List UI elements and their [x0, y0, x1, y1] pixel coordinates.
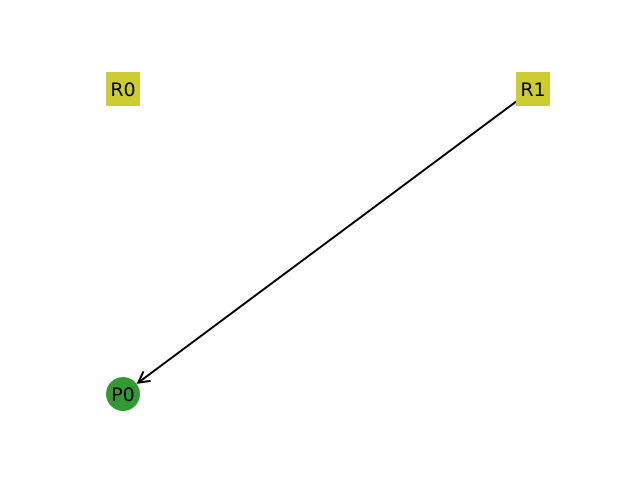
node-r0-shape: [106, 72, 140, 106]
node-p0[interactable]: P0: [106, 377, 140, 411]
node-r0[interactable]: R0: [106, 72, 140, 106]
node-layer: R0 R1 P0: [106, 72, 550, 411]
node-r1-label: R1: [520, 79, 545, 101]
node-r1[interactable]: R1: [516, 72, 550, 106]
node-r0-label: R0: [110, 79, 135, 101]
edge-layer: [138, 98, 520, 383]
node-r1-shape: [516, 72, 550, 106]
node-p0-label: P0: [111, 384, 135, 406]
node-p0-shape: [106, 377, 140, 411]
edge-r1-to-p0: [138, 98, 520, 383]
